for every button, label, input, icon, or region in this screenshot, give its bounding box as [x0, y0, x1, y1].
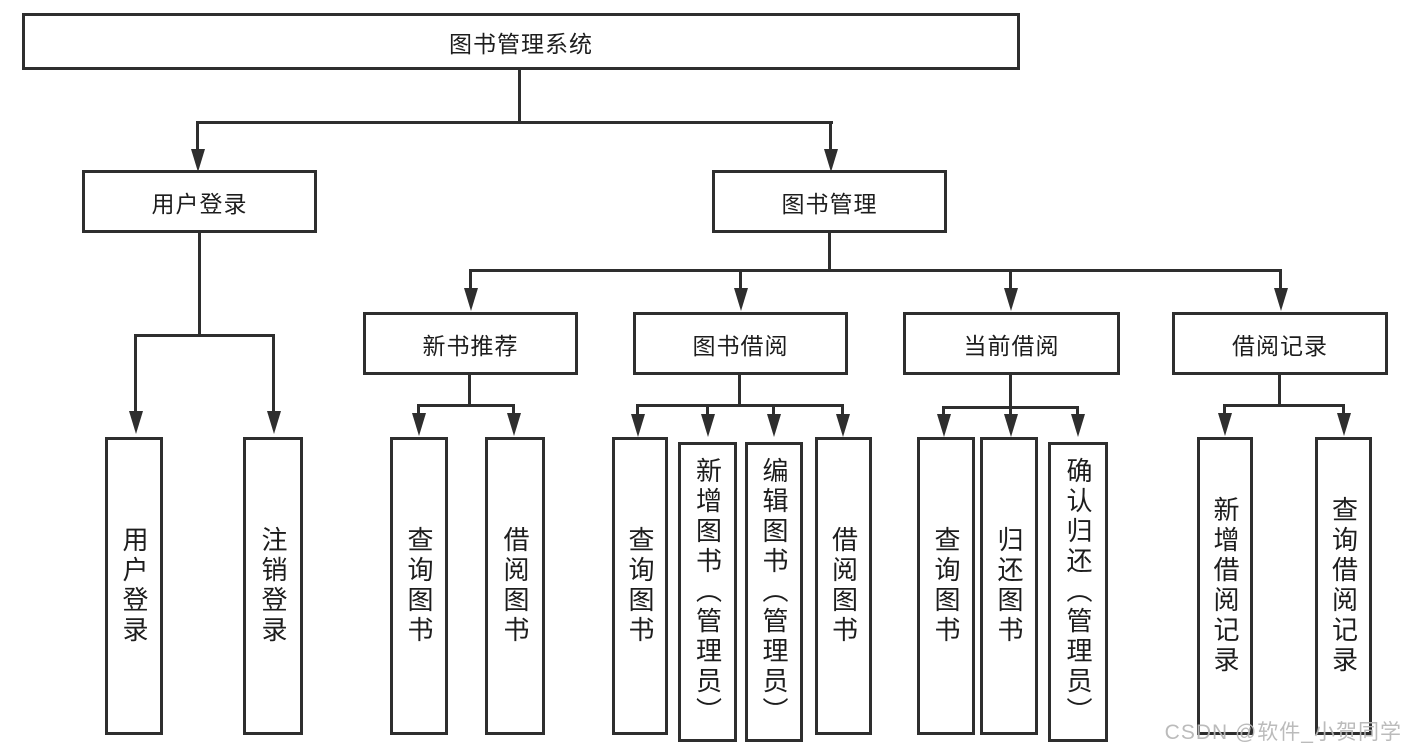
- leaf-label: 查询图书: [625, 526, 655, 646]
- connector-line: [417, 404, 420, 415]
- arrow-down-icon: [412, 413, 426, 436]
- leaf-add-borrow-record: 新增借阅记录: [1197, 437, 1253, 735]
- node-new-book-recommend-label: 新书推荐: [422, 332, 519, 359]
- connector-line: [134, 334, 137, 412]
- arrow-down-icon: [937, 414, 951, 437]
- node-borrow-records: 借阅记录: [1172, 312, 1388, 375]
- connector-line: [828, 233, 831, 272]
- arrow-down-icon: [507, 413, 521, 436]
- connector-line: [1279, 269, 1282, 290]
- connector-line: [1223, 404, 1345, 407]
- node-user-login: 用户登录: [82, 170, 317, 233]
- connector-line: [1342, 404, 1345, 415]
- leaf-return-books: 归还图书: [980, 437, 1038, 735]
- leaf-add-books-admin: 新增图书（管理员）: [678, 442, 737, 742]
- connector-line: [1278, 375, 1281, 406]
- node-book-borrow: 图书借阅: [633, 312, 848, 375]
- connector-line: [636, 404, 844, 407]
- connector-line: [198, 233, 201, 336]
- arrow-down-icon: [267, 411, 281, 434]
- arrow-down-icon: [464, 288, 478, 311]
- leaf-label: 注销登录: [258, 526, 288, 646]
- leaf-user-login: 用户登录: [105, 437, 163, 735]
- node-book-borrow-label: 图书借阅: [692, 332, 789, 359]
- connector-line: [512, 404, 515, 415]
- arrow-down-icon: [191, 149, 205, 172]
- arrow-down-icon: [734, 288, 748, 311]
- connector-line: [1223, 404, 1226, 415]
- connector-line: [772, 404, 775, 416]
- connector-line: [469, 269, 472, 290]
- connector-line: [739, 269, 742, 290]
- arrow-down-icon: [824, 149, 838, 172]
- leaf-label: 新增图书（管理员）: [692, 457, 723, 727]
- connector-line: [1009, 269, 1012, 290]
- connector-line: [469, 269, 1282, 272]
- leaf-current-query-books: 查询图书: [917, 437, 975, 735]
- arrow-down-icon: [836, 414, 850, 437]
- arrow-down-icon: [767, 414, 781, 437]
- connector-line: [738, 375, 741, 406]
- node-borrow-records-label: 借阅记录: [1232, 332, 1328, 359]
- arrow-down-icon: [1218, 413, 1232, 436]
- node-current-borrow: 当前借阅: [903, 312, 1120, 375]
- leaf-logout: 注销登录: [243, 437, 303, 735]
- connector-line: [636, 404, 639, 416]
- leaf-label: 查询图书: [931, 526, 961, 646]
- csdn-watermark: CSDN @软件_小贺同学: [1164, 721, 1402, 744]
- arrow-down-icon: [129, 411, 143, 434]
- leaf-label: 用户登录: [119, 526, 149, 646]
- connector-line: [841, 404, 844, 416]
- leaf-label: 查询图书: [404, 526, 434, 646]
- node-current-borrow-label: 当前借阅: [963, 332, 1060, 359]
- connector-line: [1009, 406, 1012, 416]
- node-root-label: 图书管理系统: [449, 30, 593, 57]
- leaf-recommend-query-books: 查询图书: [390, 437, 448, 735]
- leaf-label: 归还图书: [994, 526, 1024, 646]
- arrow-down-icon: [1337, 413, 1351, 436]
- leaf-query-borrow-record: 查询借阅记录: [1315, 437, 1372, 735]
- leaf-label: 编辑图书（管理员）: [759, 457, 789, 727]
- arrow-down-icon: [1071, 414, 1085, 437]
- leaf-label: 查询借阅记录: [1328, 496, 1359, 676]
- leaf-label: 借阅图书: [828, 526, 859, 646]
- leaf-recommend-borrow-books: 借阅图书: [485, 437, 545, 735]
- arrow-down-icon: [1004, 288, 1018, 311]
- connector-line: [942, 406, 945, 416]
- connector-line: [196, 121, 199, 152]
- connector-line: [468, 375, 471, 406]
- connector-line: [829, 121, 832, 152]
- node-book-management-label: 图书管理: [781, 190, 878, 217]
- leaf-label: 新增借阅记录: [1210, 496, 1240, 676]
- leaf-label: 确认归还（管理员）: [1063, 457, 1093, 727]
- node-book-management: 图书管理: [712, 170, 947, 233]
- node-new-book-recommend: 新书推荐: [363, 312, 578, 375]
- connector-line: [417, 404, 515, 407]
- leaf-borrow-books: 借阅图书: [815, 437, 872, 735]
- arrow-down-icon: [1274, 288, 1288, 311]
- connector-line: [196, 121, 833, 124]
- node-root: 图书管理系统: [22, 13, 1020, 70]
- leaf-borrow-query-books: 查询图书: [612, 437, 668, 735]
- connector-line: [518, 70, 521, 123]
- leaf-label: 借阅图书: [500, 526, 530, 646]
- connector-line: [1009, 375, 1012, 408]
- arrow-down-icon: [701, 414, 715, 437]
- connector-line: [706, 404, 709, 416]
- connector-line: [1076, 406, 1079, 416]
- leaf-confirm-return-admin: 确认归还（管理员）: [1048, 442, 1108, 742]
- connector-line: [272, 334, 275, 412]
- arrow-down-icon: [631, 414, 645, 437]
- connector-line: [134, 334, 275, 337]
- arrow-down-icon: [1004, 414, 1018, 437]
- node-user-login-label: 用户登录: [151, 190, 248, 217]
- leaf-edit-books-admin: 编辑图书（管理员）: [745, 442, 803, 742]
